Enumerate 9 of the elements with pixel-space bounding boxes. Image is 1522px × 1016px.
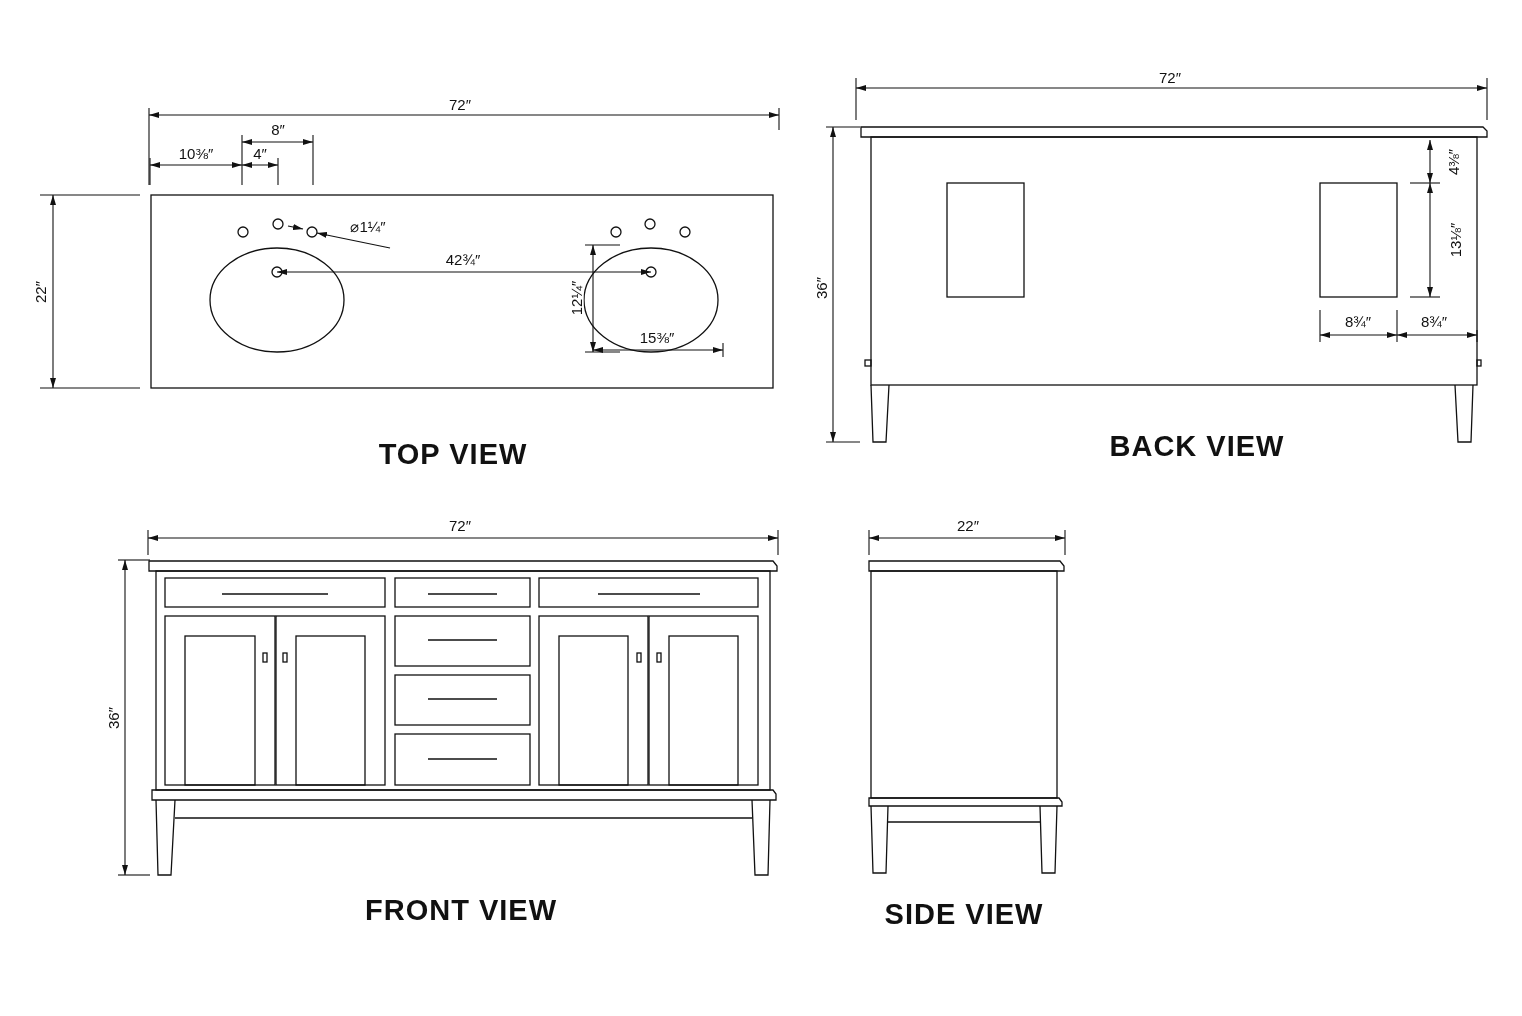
view-title: SIDE VIEW (884, 899, 1044, 929)
dimension-label: 12¼″ (568, 280, 584, 316)
view-title: BACK VIEW (1109, 431, 1285, 461)
dimension-label: 42¾″ (445, 251, 481, 267)
view-title: TOP VIEW (378, 439, 528, 469)
dimension-label: 8¾″ (1344, 313, 1372, 329)
dimension-label: ⌀1¼″ (350, 218, 386, 234)
view-title: FRONT VIEW (365, 895, 557, 925)
dimension-label: 8¾″ (1420, 313, 1448, 329)
